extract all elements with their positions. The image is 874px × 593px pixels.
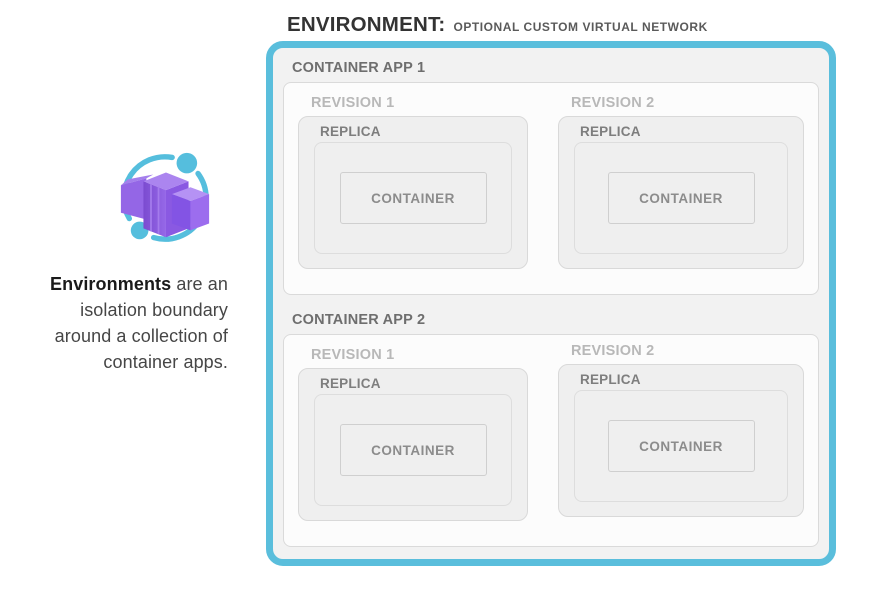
revision-label: REVISION 2 — [571, 343, 655, 359]
replica-label: REPLICA — [580, 372, 641, 387]
container-app-2: CONTAINER APP 2 REVISION 1 REPLICA CONTA… — [283, 312, 819, 547]
description-line1: are an — [171, 274, 228, 294]
description-bold-word: Environments — [50, 274, 172, 294]
center-cube-slats — [150, 184, 160, 234]
container-app-1-box: REVISION 1 REPLICA CONTAINER REVISION 2 … — [283, 82, 819, 295]
container-label: CONTAINER — [371, 190, 455, 206]
replica-pod-box: CONTAINER — [574, 390, 788, 502]
container-box: CONTAINER — [339, 424, 487, 476]
replica-box: REPLICA CONTAINER — [298, 116, 528, 269]
container-app-2-label: CONTAINER APP 2 — [292, 312, 426, 328]
replica-label: REPLICA — [320, 124, 381, 139]
app2-revision-2-column: REVISION 2 REPLICA CONTAINER — [558, 343, 804, 542]
app1-revision-1-column: REVISION 1 REPLICA CONTAINER — [298, 95, 528, 294]
replica-box: REPLICA CONTAINER — [558, 116, 804, 269]
container-label: CONTAINER — [371, 442, 455, 458]
replica-label: REPLICA — [320, 376, 381, 391]
environment-description: Environments are an isolation boundary a… — [10, 271, 228, 375]
container-box: CONTAINER — [607, 420, 755, 472]
container-app-1-label: CONTAINER APP 1 — [292, 60, 426, 76]
environment-box: CONTAINER APP 1 REVISION 1 REPLICA CONTA… — [266, 41, 836, 566]
app1-revision-2-column: REVISION 2 REPLICA CONTAINER — [558, 95, 804, 294]
container-label: CONTAINER — [639, 190, 723, 206]
center-cube-top — [143, 172, 189, 191]
description-line2: isolation boundary — [80, 300, 228, 320]
container-label: CONTAINER — [639, 438, 723, 454]
right-cube-front — [171, 194, 191, 231]
ring-dot-top-right — [176, 152, 198, 174]
right-cube-right — [190, 194, 210, 231]
replica-box: REPLICA CONTAINER — [558, 364, 804, 517]
container-box: CONTAINER — [339, 172, 487, 224]
description-line3: around a collection of — [54, 326, 228, 346]
container-box: CONTAINER — [607, 172, 755, 224]
left-cube-front — [120, 178, 147, 220]
replica-pod-box: CONTAINER — [574, 142, 788, 254]
revision-label: REVISION 1 — [311, 347, 395, 363]
center-cube-front — [143, 181, 166, 238]
container-app-2-box: REVISION 1 REPLICA CONTAINER REVISION 2 … — [283, 334, 819, 547]
replica-pod-box: CONTAINER — [314, 394, 512, 506]
revision-label: REVISION 1 — [311, 95, 395, 111]
container-app-1: CONTAINER APP 1 REVISION 1 REPLICA CONTA… — [283, 60, 819, 295]
description-line4: container apps. — [103, 352, 228, 372]
container-apps-icon — [116, 146, 214, 250]
virtual-network-subtitle: OPTIONAL CUSTOM VIRTUAL NETWORK — [453, 20, 708, 34]
app2-revision-1-column: REVISION 1 REPLICA CONTAINER — [298, 347, 528, 546]
revision-label: REVISION 2 — [571, 95, 655, 111]
container-apps-icon-svg — [120, 152, 210, 242]
replica-pod-box: CONTAINER — [314, 142, 512, 254]
left-cube-top — [120, 174, 154, 186]
diagram-title: ENVIRONMENT: OPTIONAL CUSTOM VIRTUAL NET… — [287, 13, 708, 37]
environment-title: ENVIRONMENT: — [287, 13, 446, 36]
replica-box: REPLICA CONTAINER — [298, 368, 528, 521]
replica-label: REPLICA — [580, 124, 641, 139]
